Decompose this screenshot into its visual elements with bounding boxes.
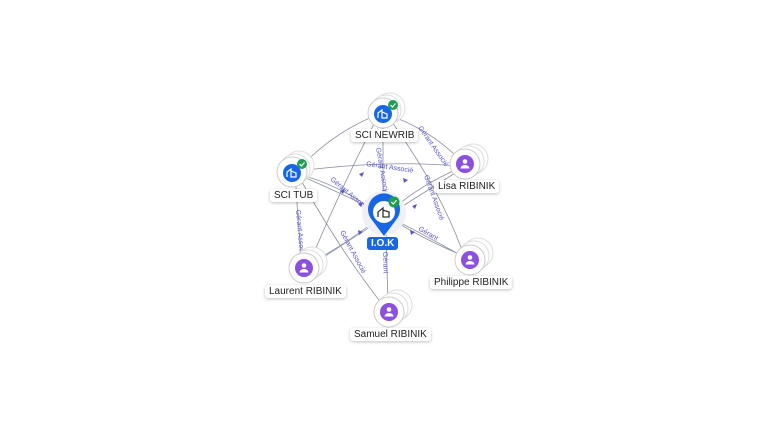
nodes — [276, 92, 494, 328]
arrow-3 — [358, 202, 363, 207]
check-badge-icon — [388, 100, 398, 110]
arrow-6 — [358, 230, 363, 235]
edge-label-tub-gerant-associe: Gérant Associé — [366, 161, 414, 175]
arrow-1 — [359, 172, 364, 177]
edge-label-laurent-tub: Gérant Associé — [294, 210, 305, 258]
node-sci-newrib[interactable] — [367, 92, 406, 129]
edge-label-lisa-gerant-associe: Gérant Associé — [416, 125, 449, 168]
edge-label-samuel-gerant: Gérant — [381, 252, 389, 274]
node-label-laurent[interactable]: Laurent RIBINIK — [265, 285, 346, 298]
arrow-2 — [340, 189, 345, 194]
node-laurent[interactable] — [288, 246, 328, 284]
node-label-iok[interactable]: I.O.K — [367, 237, 399, 250]
edge-label-newrib-gerant: Gérant Associé — [374, 147, 389, 195]
person-icon — [295, 259, 313, 277]
node-label-lisa[interactable]: Lisa RIBINIK — [434, 180, 500, 193]
arrow-4 — [403, 178, 408, 183]
edge-label-laurent-iok: Gérant Associé — [338, 230, 367, 275]
person-icon — [456, 155, 474, 173]
node-philippe[interactable] — [454, 237, 494, 276]
node-label-samuel[interactable]: Samuel RIBINIK — [350, 328, 431, 341]
node-samuel[interactable] — [373, 289, 413, 328]
node-lisa[interactable] — [449, 143, 489, 180]
person-icon — [380, 303, 398, 321]
check-badge-icon — [297, 159, 307, 169]
node-label-philippe[interactable]: Philippe RIBINIK — [430, 276, 513, 289]
edge-sciTub-lisa — [305, 163, 459, 171]
node-label-sci-newrib[interactable]: SCI NEWRIB — [351, 129, 419, 142]
check-badge-icon — [388, 196, 400, 208]
edge-arrows — [340, 172, 417, 235]
node-label-sci-tub[interactable]: SCI TUB — [270, 189, 318, 202]
person-icon — [461, 251, 479, 269]
building-icon — [377, 206, 390, 218]
arrow-5 — [412, 204, 417, 209]
node-iok[interactable] — [362, 191, 406, 236]
node-sci-tub[interactable] — [276, 150, 315, 188]
arrow-7 — [410, 230, 415, 235]
